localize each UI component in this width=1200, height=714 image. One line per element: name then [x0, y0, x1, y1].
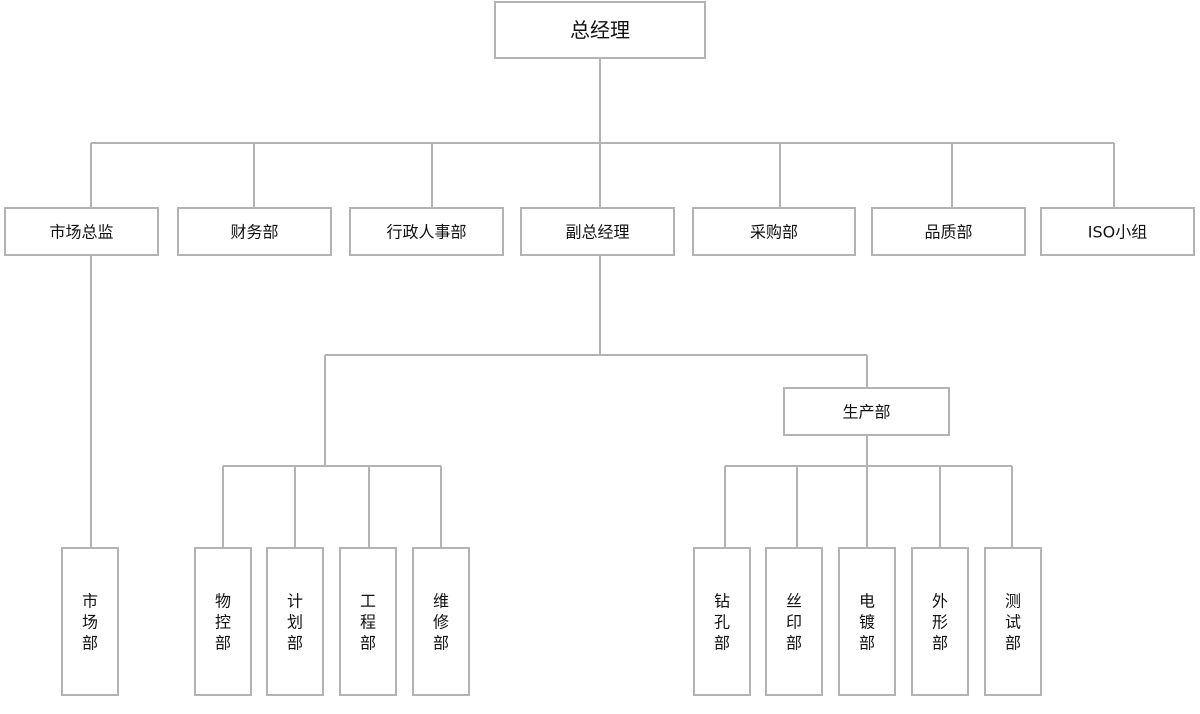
node-plating-label: 电镀部: [859, 592, 875, 653]
node-silkscreen-label: 丝印部: [786, 592, 802, 653]
connector-lines: [90, 58, 1115, 548]
vertical-label-char: 市: [82, 592, 98, 611]
vertical-label-char: 划: [287, 613, 303, 632]
vertical-label-char: 镀: [859, 613, 875, 632]
node-maintenance: 维修部: [412, 547, 470, 696]
node-general-manager-label: 总经理: [570, 18, 630, 42]
node-purchasing: 采购部: [692, 207, 856, 256]
vertical-label-char: 形: [932, 613, 948, 632]
vertical-label-char: 印: [786, 613, 802, 632]
vertical-label-char: 部: [859, 634, 875, 653]
node-drilling: 钻孔部: [693, 547, 751, 696]
vertical-label-char: 维: [433, 592, 449, 611]
vertical-label-char: 外: [932, 592, 948, 611]
node-quality-label: 品质部: [924, 223, 972, 242]
node-deputy-gm-label: 副总经理: [565, 223, 629, 242]
node-market-director-label: 市场总监: [49, 223, 113, 242]
node-market-label: 市场部: [82, 592, 98, 653]
node-market-director: 市场总监: [4, 207, 159, 256]
vertical-label-char: 部: [287, 634, 303, 653]
node-finance: 财务部: [177, 207, 332, 256]
vertical-label-char: 计: [287, 592, 303, 611]
vertical-label-char: 测: [1005, 592, 1021, 611]
node-finance-label: 财务部: [230, 223, 278, 242]
vertical-label-char: 程: [360, 613, 376, 632]
vertical-label-char: 修: [433, 613, 449, 632]
node-material-control: 物控部: [194, 547, 252, 696]
vertical-label-char: 场: [82, 613, 98, 632]
vertical-label-char: 试: [1005, 613, 1021, 632]
node-admin-hr-label: 行政人事部: [386, 223, 466, 242]
vertical-label-char: 部: [932, 634, 948, 653]
vertical-label-char: 物: [215, 592, 231, 611]
vertical-label-char: 部: [433, 634, 449, 653]
node-production-label: 生产部: [842, 403, 890, 422]
vertical-label-char: 部: [1005, 634, 1021, 653]
vertical-label-char: 部: [215, 634, 231, 653]
node-engineering: 工程部: [339, 547, 397, 696]
node-engineering-label: 工程部: [360, 592, 376, 653]
node-testing-label: 测试部: [1005, 592, 1021, 653]
node-drilling-label: 钻孔部: [714, 592, 730, 653]
node-profiling-label: 外形部: [932, 592, 948, 653]
vertical-label-char: 部: [82, 634, 98, 653]
node-maintenance-label: 维修部: [433, 592, 449, 653]
node-profiling: 外形部: [911, 547, 969, 696]
node-admin-hr: 行政人事部: [349, 207, 504, 256]
vertical-label-char: 部: [714, 634, 730, 653]
vertical-label-char: 控: [215, 613, 231, 632]
node-planning: 计划部: [266, 547, 324, 696]
vertical-label-char: 工: [360, 592, 376, 611]
node-general-manager: 总经理: [494, 1, 706, 59]
node-planning-label: 计划部: [287, 592, 303, 653]
node-silkscreen: 丝印部: [765, 547, 823, 696]
vertical-label-char: 丝: [786, 592, 802, 611]
vertical-label-char: 孔: [714, 613, 730, 632]
node-production: 生产部: [783, 387, 950, 436]
node-testing: 测试部: [984, 547, 1042, 696]
node-material-control-label: 物控部: [215, 592, 231, 653]
node-quality: 品质部: [871, 207, 1026, 256]
vertical-label-char: 部: [360, 634, 376, 653]
node-market: 市场部: [61, 547, 119, 696]
node-purchasing-label: 采购部: [750, 223, 798, 242]
vertical-label-char: 钻: [714, 592, 730, 611]
vertical-label-char: 部: [786, 634, 802, 653]
vertical-label-char: 电: [859, 592, 875, 611]
node-iso-team: ISO小组: [1040, 207, 1195, 256]
node-iso-team-label: ISO小组: [1088, 223, 1147, 242]
node-deputy-gm: 副总经理: [520, 207, 675, 256]
node-plating: 电镀部: [838, 547, 896, 696]
